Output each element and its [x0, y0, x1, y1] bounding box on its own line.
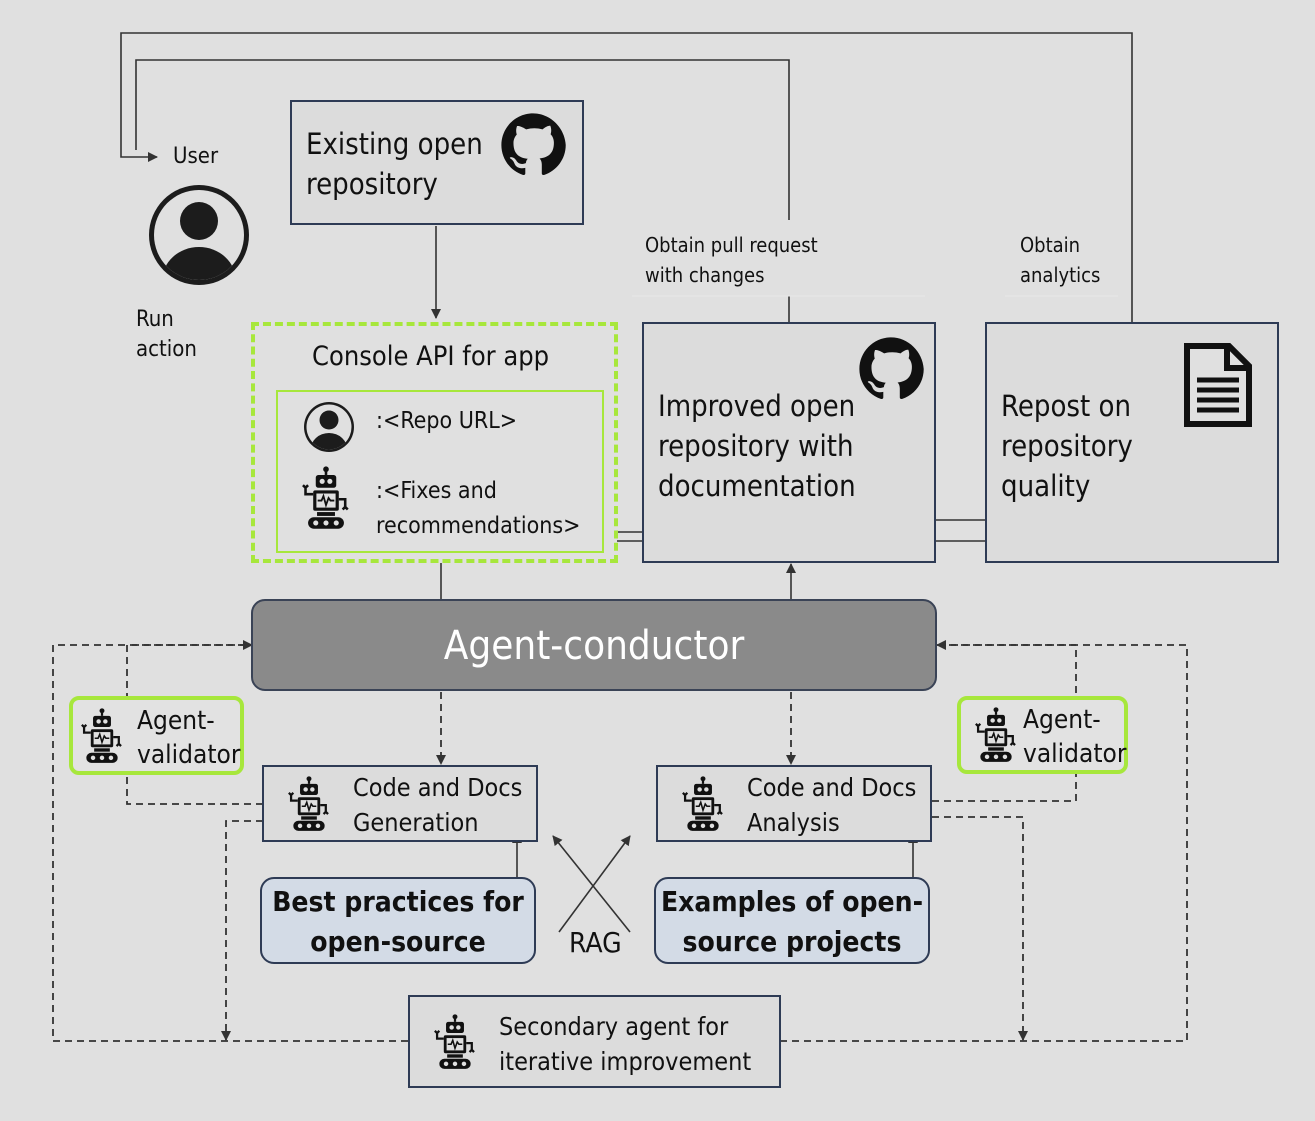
robot-icon — [81, 708, 122, 763]
user-avatar-icon — [149, 185, 249, 285]
robot-icon — [434, 1014, 475, 1069]
robot-icon — [682, 776, 723, 831]
github-icon — [501, 113, 566, 176]
obtain-pr-label: Obtain pull request with changes — [645, 233, 818, 287]
existing-repo-box: Existing open repository — [290, 100, 584, 225]
validator-right-label: Agent- validator — [1023, 705, 1127, 769]
github-icon — [859, 337, 924, 400]
robot-icon — [288, 776, 329, 831]
secondary-agent-box: Secondary agent for iterative improvemen… — [408, 995, 781, 1088]
fixes-field: :<Fixes and recommendations> — [376, 478, 581, 539]
code-docs-generation-box: Code and Docs Generation — [262, 765, 538, 842]
repo-url-field: :<Repo URL> — [376, 408, 518, 434]
agent-validator-right: Agent- validator — [957, 696, 1128, 774]
secondary-label: Secondary agent for iterative improvemen… — [499, 1012, 752, 1076]
agent-validator-left: Agent- validator — [69, 696, 244, 775]
document-icon — [1184, 343, 1252, 427]
console-fields-box: :<Repo URL> :<Fixes and recommendations> — [276, 390, 604, 553]
codegen-label: Code and Docs Generation — [353, 773, 523, 837]
user-label: User — [173, 144, 219, 169]
analytics-loop-line — [120, 32, 1133, 322]
agent-conductor-box: Agent-conductor — [251, 599, 937, 691]
examples-label: Examples of open- source projects — [660, 885, 924, 958]
agent-conductor-label: Agent-conductor — [443, 623, 745, 669]
console-api-box: Console API for app :<Repo URL> :<Fixes … — [251, 322, 618, 563]
best-practices-box: Best practices for open-source — [260, 877, 536, 964]
analysis-label: Code and Docs Analysis — [747, 773, 917, 837]
console-title: Console API for app — [312, 341, 550, 372]
code-docs-analysis-box: Code and Docs Analysis — [656, 765, 932, 842]
robot-icon — [302, 466, 349, 529]
improved-repo-label: Improved open repository with documentat… — [658, 389, 856, 503]
best-practices-label: Best practices for open-source — [272, 885, 524, 958]
report-box: Repost on repository quality — [985, 322, 1279, 563]
user-small-icon — [304, 402, 354, 452]
run-action-label: Run action — [136, 307, 197, 362]
robot-icon — [975, 707, 1016, 762]
improved-repo-box: Improved open repository with documentat… — [642, 322, 936, 563]
validator-left-label: Agent- validator — [137, 706, 241, 770]
report-label: Repost on repository quality — [1001, 389, 1133, 503]
obtain-analytics-label: Obtain analytics — [1020, 233, 1101, 287]
examples-box: Examples of open- source projects — [654, 877, 930, 964]
rag-label: RAG — [569, 926, 622, 959]
existing-repo-label: Existing open repository — [306, 127, 483, 201]
